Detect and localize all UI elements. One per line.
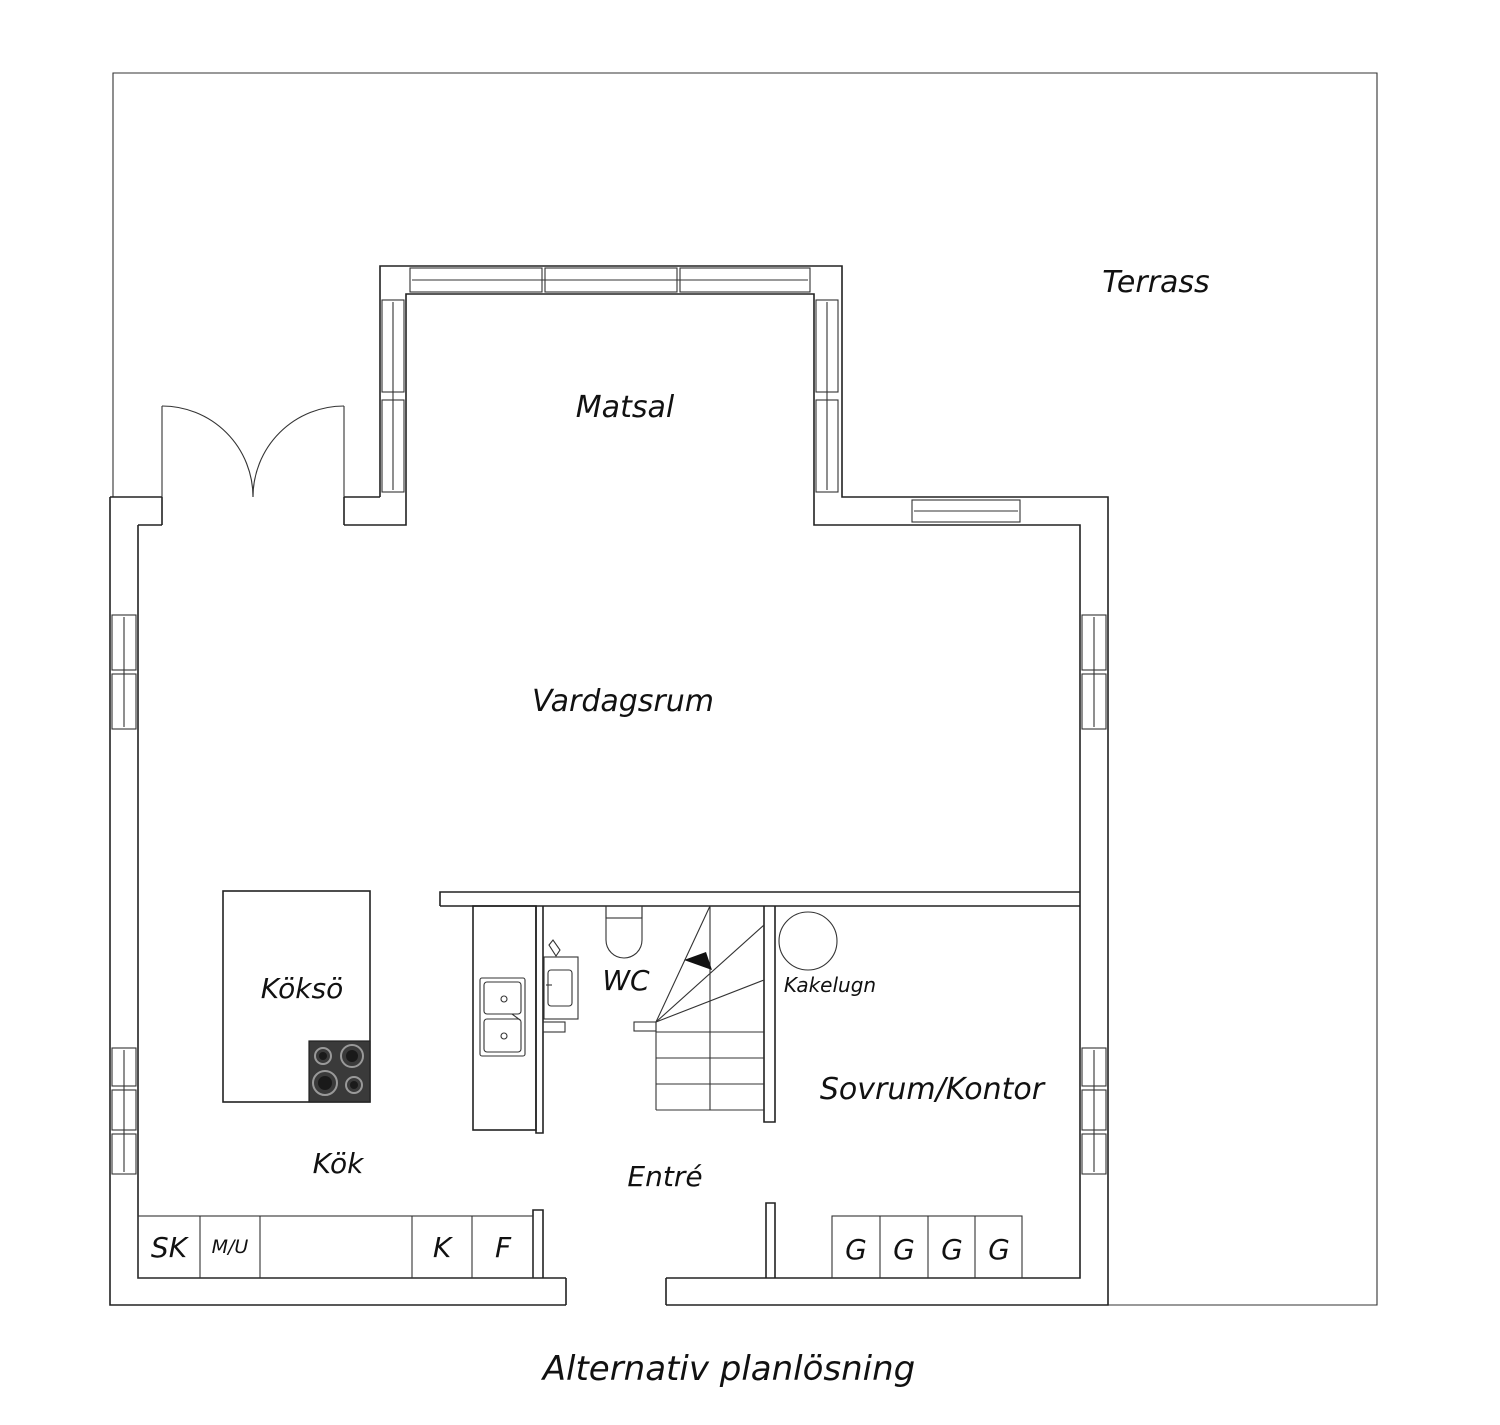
label-kok: Kök bbox=[313, 1147, 365, 1180]
label-g-1: G bbox=[845, 1233, 867, 1266]
label-g-2: G bbox=[893, 1233, 915, 1266]
label-matsal: Matsal bbox=[576, 390, 675, 425]
label-g-3: G bbox=[941, 1233, 963, 1266]
tile-stove-circle bbox=[778, 911, 838, 971]
label-wc: WC bbox=[602, 964, 650, 997]
terrace-outline bbox=[112, 72, 1378, 1306]
stair-arrow-icon bbox=[684, 952, 712, 970]
label-kakelugn: Kakelugn bbox=[784, 973, 876, 997]
label-sk: SK bbox=[151, 1231, 190, 1264]
wc-fixtures bbox=[543, 905, 643, 1020]
kitchen-island bbox=[222, 890, 371, 1103]
label-g-4: G bbox=[988, 1233, 1010, 1266]
label-mu: M/U bbox=[212, 1236, 249, 1258]
exterior-walls bbox=[109, 265, 1109, 1306]
terrace-double-door bbox=[161, 405, 345, 498]
label-f: F bbox=[495, 1231, 512, 1264]
label-kokso: Köksö bbox=[261, 972, 343, 1005]
label-sovrum-kontor: Sovrum/Kontor bbox=[820, 1072, 1046, 1107]
kitchen-cabinets bbox=[137, 1215, 534, 1279]
kitchen-counter bbox=[472, 905, 537, 1131]
label-vardagsrum: Vardagsrum bbox=[532, 684, 714, 719]
staircase bbox=[633, 905, 765, 1111]
label-entre: Entré bbox=[627, 1160, 702, 1193]
wardrobes bbox=[831, 1215, 1023, 1279]
label-k: K bbox=[433, 1231, 454, 1264]
label-terrass: Terrass bbox=[1102, 265, 1209, 300]
plan-caption: Alternativ planlösning bbox=[541, 1349, 916, 1389]
windows bbox=[111, 267, 1107, 1175]
